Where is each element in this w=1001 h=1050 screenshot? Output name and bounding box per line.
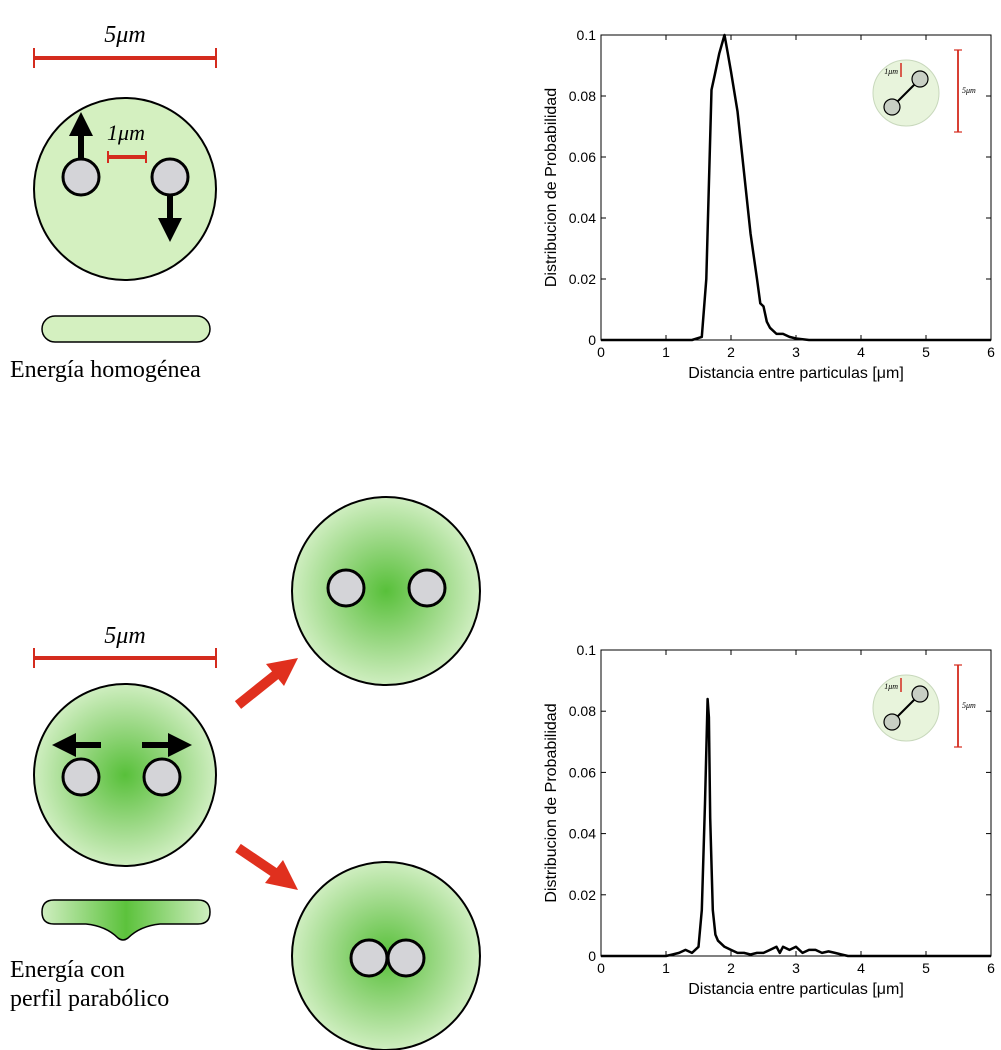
x-tick-label: 3 (792, 344, 800, 360)
top-scale-label: 5μm (104, 22, 145, 48)
x-tick-label: 1 (662, 960, 670, 976)
particle-left (61, 757, 101, 797)
top-gap-bar (107, 151, 147, 163)
top-energy-bar (41, 315, 211, 343)
top-schematic: 5μm 1μm Energía homogénea (10, 22, 217, 383)
x-tick-label: 6 (987, 344, 995, 360)
x-tick-label: 4 (857, 344, 865, 360)
particle-right (386, 938, 426, 978)
y-tick-label: 0.04 (569, 210, 596, 226)
x-tick-label: 4 (857, 960, 865, 976)
x-tick-label: 0 (597, 344, 605, 360)
y-tick-label: 0.06 (569, 764, 596, 780)
inset-link (895, 82, 917, 104)
x-tick-label: 2 (727, 344, 735, 360)
y-axis-label: Distribucion de Probabilidad (543, 703, 560, 902)
inset-small-label: 1μm (884, 67, 898, 76)
y-tick-label: 0 (588, 948, 596, 964)
x-tick-label: 3 (792, 960, 800, 976)
x-tick-label: 0 (597, 960, 605, 976)
x-tick-label: 6 (987, 960, 995, 976)
x-axis-label: Distancia entre particulas [μm] (688, 365, 904, 382)
top-gap-label: 1μm (107, 120, 145, 145)
transition-arrow-up (234, 658, 298, 709)
particle-left (326, 568, 366, 608)
x-tick-label: 1 (662, 344, 670, 360)
y-tick-label: 0.1 (577, 642, 597, 658)
inset-schematic: 1μm 5μm (872, 664, 976, 748)
particle-left (349, 938, 389, 978)
bottom-scale-bar (33, 648, 217, 668)
y-tick-label: 0.06 (569, 149, 596, 165)
series-line (601, 697, 991, 958)
y-tick-label: 0.02 (569, 887, 596, 903)
y-tick-label: 0.02 (569, 271, 596, 287)
x-tick-label: 2 (727, 960, 735, 976)
particle-left (61, 157, 101, 197)
y-tick-label: 0.04 (569, 826, 596, 842)
bottom-scale-label: 5μm (104, 623, 145, 649)
particle-right (142, 757, 182, 797)
series-line (601, 33, 991, 342)
bottom-cell (33, 683, 217, 867)
inset-link (895, 697, 917, 719)
inset-small-label: 1μm (884, 682, 898, 691)
inset-schematic: 1μm 5μm (872, 49, 976, 133)
top-energy-label: Energía homogénea (10, 357, 201, 383)
inset-particle (911, 70, 929, 88)
inset-particle (883, 98, 901, 116)
particle-right (150, 157, 190, 197)
inset-big-label: 5μm (962, 701, 976, 710)
y-tick-label: 0 (588, 332, 596, 348)
bottom-energy-bar (41, 899, 211, 941)
y-axis-label: Distribucion de Probabilidad (543, 88, 560, 287)
particle-right (407, 568, 447, 608)
x-tick-label: 5 (922, 344, 930, 360)
x-tick-label: 5 (922, 960, 930, 976)
bottom-energy-label-line2: perfil parabólico (10, 986, 169, 1012)
transition-arrow-down (235, 843, 298, 890)
y-tick-label: 0.08 (569, 703, 596, 719)
y-tick-label: 0.08 (569, 88, 596, 104)
top-scale-bar (33, 48, 217, 68)
inset-particle (883, 713, 901, 731)
bottom-energy-label-line1: Energía con (10, 957, 125, 983)
y-tick-label: 0.1 (577, 27, 597, 43)
inset-big-label: 5μm (962, 86, 976, 95)
bottom-schematic: 5μm Energía con perfil parabólico (10, 496, 481, 1050)
inset-particle (911, 685, 929, 703)
outcome-cell-separated (291, 496, 481, 686)
x-axis-label: Distancia entre particulas [μm] (688, 981, 904, 998)
